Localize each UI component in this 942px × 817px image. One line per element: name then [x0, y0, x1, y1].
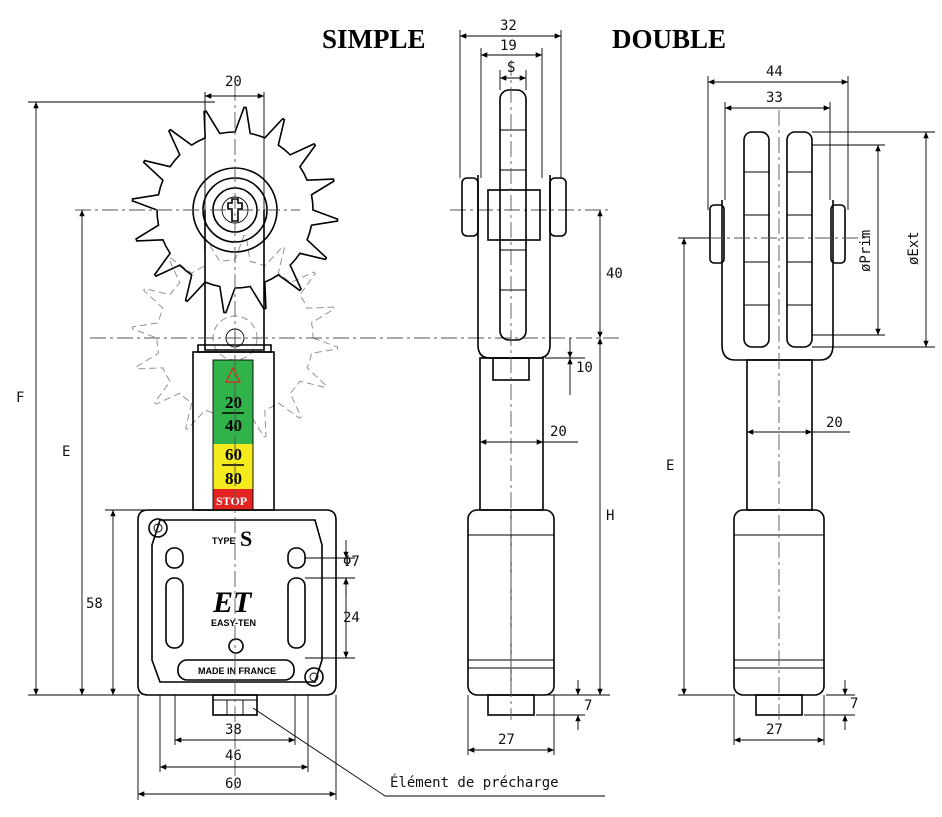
dim-27-simple: 27: [498, 732, 515, 748]
dim-20-simple: 20: [550, 424, 567, 440]
dim-60: 60: [225, 776, 242, 792]
dim-hole-dia: Φ7: [343, 554, 360, 570]
dim-10: 10: [576, 360, 593, 376]
gauge-80: 80: [225, 469, 242, 488]
dim-19: 19: [500, 38, 517, 54]
dim-32: 32: [500, 18, 517, 34]
dim-24: 24: [343, 610, 360, 626]
dim-ext: øExt: [906, 231, 922, 265]
gauge-40: 40: [225, 416, 242, 435]
dim-H: H: [606, 508, 614, 524]
gauge-stop: STOP: [216, 494, 247, 508]
type-label: TYPE: [212, 536, 236, 546]
dim-44: 44: [766, 64, 783, 80]
dim-7-simple: 7: [584, 698, 592, 714]
dim-S: S: [507, 60, 515, 76]
dim-E-double: E: [666, 458, 674, 474]
title-double: DOUBLE: [612, 24, 726, 54]
dim-20-double: 20: [826, 415, 843, 431]
dim-58: 58: [86, 596, 103, 612]
tensioner-body: TYPE S ET EASY-TEN MADE IN FRANCE: [137, 509, 337, 716]
double-side-view: 44 33 øPrim øExt 20 E 7 27: [666, 64, 935, 745]
tension-gauge: 20 40 60 80 STOP: [192, 351, 275, 511]
dim-27-double: 27: [766, 722, 783, 738]
dim-top-width: 20: [225, 74, 242, 90]
dim-7-double: 7: [850, 696, 858, 712]
gauge-60: 60: [225, 445, 242, 464]
dim-E: E: [62, 444, 70, 460]
gauge-20: 20: [225, 393, 242, 412]
brand-label: EASY-TEN: [211, 618, 256, 628]
made-in-label: MADE IN FRANCE: [198, 666, 276, 676]
simple-side-view: 32 19 S 40 10 20 H 7 27: [459, 18, 623, 755]
dim-46: 46: [225, 748, 242, 764]
dim-40: 40: [606, 266, 623, 282]
title-simple: SIMPLE: [322, 24, 426, 54]
callout-preload: Élément de précharge: [390, 774, 559, 791]
dim-33: 33: [766, 90, 783, 106]
dim-F: F: [16, 390, 24, 406]
type-letter: S: [240, 526, 252, 551]
dim-prim: øPrim: [858, 230, 874, 272]
front-view: 20 40 60 80 STOP TYPE S ET EASY-TEN MADE…: [16, 74, 620, 800]
brand-logo-icon: ET: [212, 586, 253, 619]
certification-icon: [228, 638, 244, 654]
dim-38: 38: [225, 722, 242, 738]
